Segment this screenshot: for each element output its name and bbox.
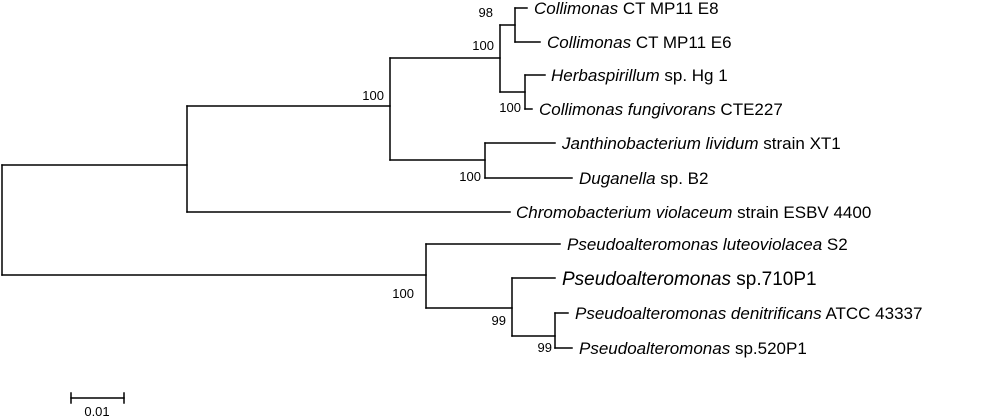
bootstrap-value: 100 bbox=[392, 286, 414, 301]
taxon-label: Pseudoalteromonas denitrificans ATCC 433… bbox=[575, 304, 922, 323]
taxon-label: Duganella sp. B2 bbox=[579, 169, 708, 188]
taxon-label: Collimonas fungivorans CTE227 bbox=[539, 100, 783, 119]
bootstrap-value: 100 bbox=[459, 169, 481, 184]
bootstrap-values: 98 100 100 100 100 100 99 99 bbox=[362, 5, 552, 355]
taxon-label: Collimonas CT MP11 E6 bbox=[547, 33, 732, 52]
bootstrap-value: 99 bbox=[538, 340, 552, 355]
bootstrap-value: 99 bbox=[492, 313, 506, 328]
scale-bar: 0.01 bbox=[70, 392, 125, 418]
taxon-label: Janthinobacterium lividum strain XT1 bbox=[561, 134, 841, 153]
bootstrap-value: 98 bbox=[479, 5, 493, 20]
taxon-label: Herbaspirillum sp. Hg 1 bbox=[551, 66, 728, 85]
taxon-labels: Collimonas CT MP11 E8 Collimonas CT MP11… bbox=[516, 0, 922, 358]
tree-branches bbox=[1, 7, 573, 349]
bootstrap-value: 100 bbox=[362, 88, 384, 103]
bootstrap-value: 100 bbox=[499, 100, 521, 115]
taxon-label: Collimonas CT MP11 E8 bbox=[534, 0, 719, 18]
taxon-label: Chromobacterium violaceum strain ESBV 44… bbox=[516, 203, 871, 222]
scale-bar-label: 0.01 bbox=[84, 404, 109, 418]
taxon-label: Pseudoalteromonas sp.710P1 bbox=[562, 269, 817, 290]
taxon-label: Pseudoalteromonas luteoviolacea S2 bbox=[567, 235, 848, 254]
taxon-label: Pseudoalteromonas sp.520P1 bbox=[579, 339, 807, 358]
bootstrap-value: 100 bbox=[472, 38, 494, 53]
